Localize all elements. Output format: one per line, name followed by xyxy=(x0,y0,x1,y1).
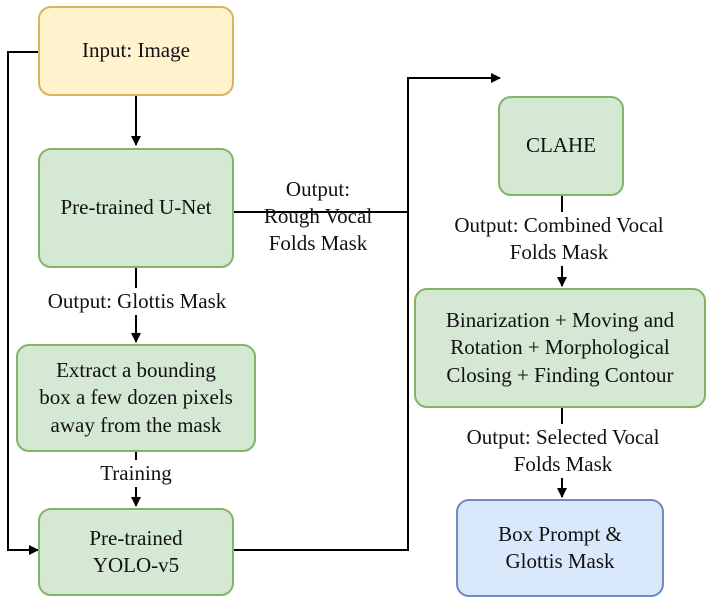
binarization-node: Binarization + Moving and Rotation + Mor… xyxy=(414,288,706,408)
selected-mask-edge-label: Output: Selected Vocal Folds Mask xyxy=(438,424,688,478)
clahe-label: CLAHE xyxy=(526,133,596,158)
unet-node: Pre-trained U-Net xyxy=(38,148,234,268)
arrow-input-to-yolo xyxy=(7,51,39,555)
combined-mask-edge-label: Output: Combined Vocal Folds Mask xyxy=(428,212,690,266)
box-prompt-label: Box Prompt & Glottis Mask xyxy=(498,521,622,573)
clahe-node: CLAHE xyxy=(498,96,624,196)
input-image-node: Input: Image xyxy=(38,6,234,96)
glottis-mask-edge-label: Output: Glottis Mask xyxy=(30,288,244,315)
rough-mask-edge-label: Output: Rough Vocal Folds Mask xyxy=(263,177,373,255)
binarization-label: Binarization + Moving and Rotation + Mor… xyxy=(445,308,675,387)
training-edge-label: Training xyxy=(90,460,182,487)
input-image-label: Input: Image xyxy=(82,38,190,63)
box-prompt-node: Box Prompt & Glottis Mask xyxy=(456,499,664,597)
line-yolo-to-merge xyxy=(234,212,409,551)
arrow-unet-to-clahe xyxy=(234,73,501,213)
unet-label: Pre-trained U-Net xyxy=(60,195,212,220)
extract-bbox-node: Extract a bounding box a few dozen pixel… xyxy=(16,344,256,452)
extract-bbox-label: Extract a bounding box a few dozen pixel… xyxy=(39,358,233,437)
yolo-node: Pre-trained YOLO-v5 xyxy=(38,508,234,596)
yolo-label: Pre-trained YOLO-v5 xyxy=(89,525,183,577)
